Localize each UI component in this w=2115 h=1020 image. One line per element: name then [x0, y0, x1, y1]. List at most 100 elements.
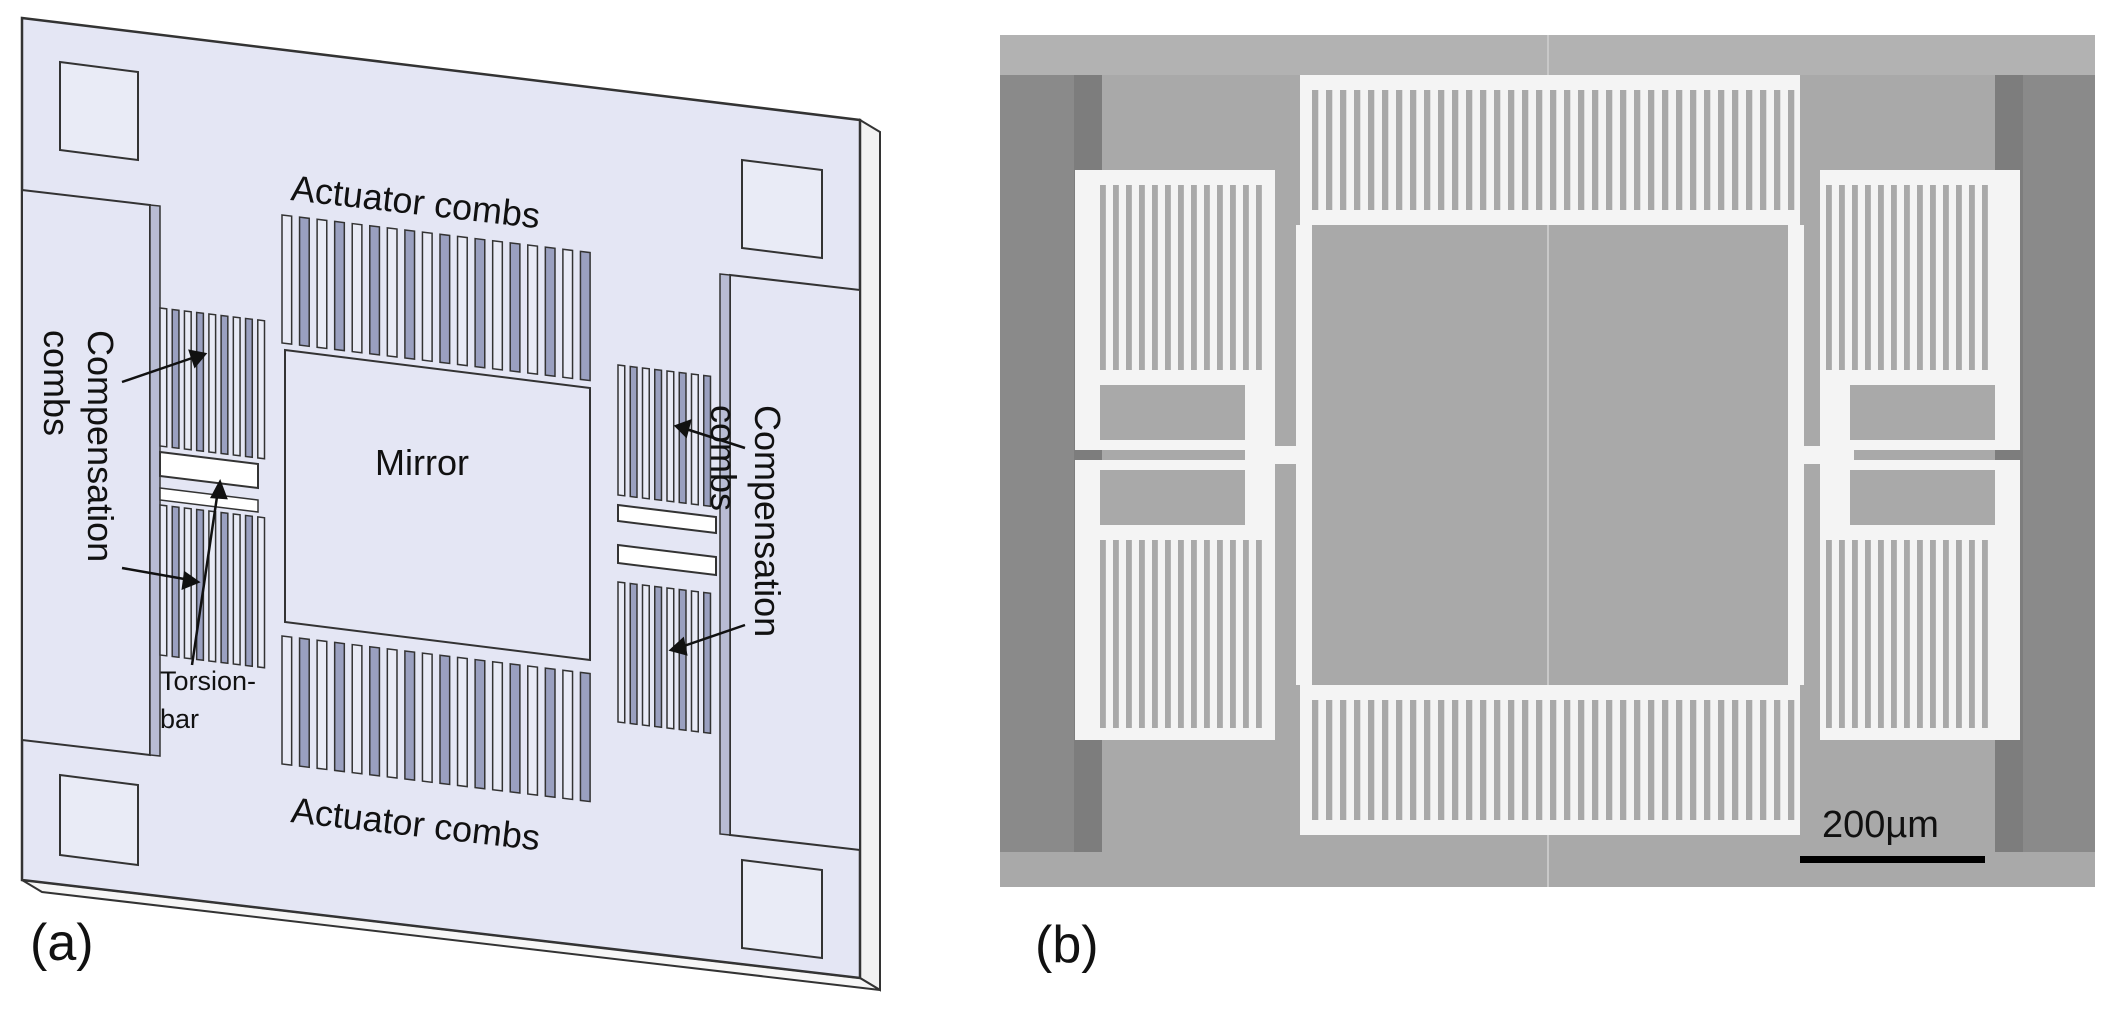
sem-actuator-finger-bottom: [1578, 700, 1585, 820]
arrowhead-comp-left-bottom: [181, 570, 201, 590]
comp-comb-finger-left-bottom: [159, 504, 168, 657]
sem-actuator-finger-bottom: [1354, 700, 1361, 820]
sem-comp-finger-right-top: [1982, 185, 1988, 370]
sem-comp-finger-right-bottom: [1943, 540, 1949, 728]
sem-comp-finger-right-bottom: [1982, 540, 1988, 728]
sem-actuator-finger-top: [1606, 90, 1613, 210]
corner-pad-tl: [59, 60, 139, 162]
sem-comp-finger-left-bottom: [1256, 540, 1262, 728]
sem-comp-finger-right-bottom: [1852, 540, 1858, 728]
sem-anchor-right-top: [1850, 385, 1995, 440]
actuator-comb-finger-bottom: [439, 654, 451, 786]
sem-actuator-finger-top: [1578, 90, 1585, 210]
label-comp-left: Compensation combs: [36, 330, 121, 562]
actuator-comb-finger-bottom: [474, 658, 486, 790]
comb-fingers-b: [1100, 90, 1988, 820]
sem-comp-finger-right-bottom: [1839, 540, 1845, 728]
actuator-comb-finger-bottom: [509, 662, 521, 794]
sem-comp-finger-left-top: [1100, 185, 1106, 370]
panel-b-label: (b): [1035, 916, 1099, 974]
sem-actuator-finger-bottom: [1396, 700, 1403, 820]
arrowhead-comp-left-top: [188, 349, 208, 369]
sem-actuator-finger-top: [1536, 90, 1543, 210]
comp-comb-finger-left-bottom: [195, 508, 205, 662]
sem-comp-finger-left-top: [1165, 185, 1171, 370]
sem-actuator-finger-top: [1648, 90, 1655, 210]
sem-actuator-finger-top: [1592, 90, 1599, 210]
sem-actuator-finger-top: [1690, 90, 1697, 210]
comp-comb-finger-right-bottom: [641, 584, 650, 727]
label-comp-right-2: combs: [703, 405, 744, 511]
sem-comp-finger-left-top: [1256, 185, 1262, 370]
actuator-comb-finger-bottom: [527, 665, 539, 797]
sem-actuator-finger-bottom: [1326, 700, 1333, 820]
comb-fingers-a: [159, 214, 712, 803]
sem-actuator-finger-bottom: [1424, 700, 1431, 820]
panel-b: 200µm (b): [1000, 35, 2095, 974]
sem-mirror-left-edge: [1296, 225, 1312, 685]
comp-comb-finger-left-top: [183, 310, 192, 451]
sem-actuator-finger-bottom: [1480, 700, 1487, 820]
sem-anchor-left-top: [1100, 385, 1245, 440]
actuator-comb-finger-top: [562, 248, 574, 380]
sem-comp-finger-right-top: [1826, 185, 1832, 370]
actuator-comb-finger-bottom: [544, 667, 556, 799]
sem-actuator-finger-bottom: [1312, 700, 1319, 820]
comp-comb-finger-right-bottom: [690, 590, 699, 733]
comp-comb-finger-left-top: [232, 316, 241, 457]
sem-actuator-finger-bottom: [1690, 700, 1697, 820]
comp-comb-finger-right-top: [629, 365, 638, 499]
sem-comp-finger-right-bottom: [1904, 540, 1910, 728]
actuator-comb-finger-top: [404, 229, 416, 361]
actuator-comb-finger-bottom: [421, 652, 433, 784]
arrowhead-comp-right-top: [673, 419, 692, 439]
sem-anchor-right-bottom: [1850, 470, 1995, 525]
sem-comp-finger-right-bottom: [1956, 540, 1962, 728]
sem-actuator-finger-top: [1312, 90, 1319, 210]
sem-comp-finger-right-top: [1891, 185, 1897, 370]
arrow-torsion: [190, 489, 220, 666]
label-torsion-2: bar: [160, 704, 199, 734]
sem-comp-finger-left-bottom: [1217, 540, 1223, 728]
sem-mirror-right-edge: [1788, 225, 1804, 685]
sem-comp-finger-right-top: [1956, 185, 1962, 370]
comp-comb-finger-left-bottom: [232, 513, 241, 666]
sem-comp-finger-right-bottom: [1878, 540, 1884, 728]
torsion-opening-left: [159, 450, 259, 490]
sem-comp-finger-right-top: [1930, 185, 1936, 370]
sem-comp-finger-left-bottom: [1113, 540, 1119, 728]
sem-actuator-finger-top: [1480, 90, 1487, 210]
sem-actuator-finger-top: [1466, 90, 1473, 210]
actuator-comb-finger-top: [298, 216, 310, 348]
actuator-comb-finger-top: [579, 250, 591, 382]
sem-comp-finger-right-bottom: [1826, 540, 1832, 728]
actuator-comb-finger-top: [351, 222, 363, 354]
sem-comp-finger-left-top: [1113, 185, 1119, 370]
sem-comp-finger-right-top: [1917, 185, 1923, 370]
sem-actuator-finger-bottom: [1494, 700, 1501, 820]
actuator-comb-finger-top: [386, 227, 398, 358]
sem-actuator-finger-top: [1354, 90, 1361, 210]
sem-actuator-finger-top: [1662, 90, 1669, 210]
sem-comp-finger-left-bottom: [1204, 540, 1210, 728]
slot-left: [149, 204, 161, 757]
sem-comp-finger-left-bottom: [1100, 540, 1106, 728]
sem-actuator-finger-top: [1676, 90, 1683, 210]
comp-comb-finger-left-top: [220, 314, 229, 456]
actuator-comb-finger-bottom: [562, 669, 574, 801]
sem-actuator-finger-bottom: [1634, 700, 1641, 820]
comp-comb-finger-right-bottom: [629, 582, 638, 726]
arrow-comp-left-bottom: [121, 566, 191, 582]
sem-actuator-finger-bottom: [1438, 700, 1445, 820]
actuator-comb-finger-bottom: [351, 643, 363, 775]
sem-comp-finger-left-bottom: [1139, 540, 1145, 728]
sem-actuator-finger-bottom: [1368, 700, 1375, 820]
sem-actuator-finger-top: [1732, 90, 1739, 210]
sem-comp-finger-left-top: [1178, 185, 1184, 370]
comp-comb-finger-right-top: [666, 370, 675, 503]
label-comp-right-1: Compensation: [747, 405, 788, 637]
actuator-comb-finger-top: [333, 220, 346, 352]
actuator-comb-finger-top: [491, 239, 504, 371]
torsion-opening-right-2: [617, 543, 717, 577]
arrow-comp-left-top: [121, 354, 199, 384]
